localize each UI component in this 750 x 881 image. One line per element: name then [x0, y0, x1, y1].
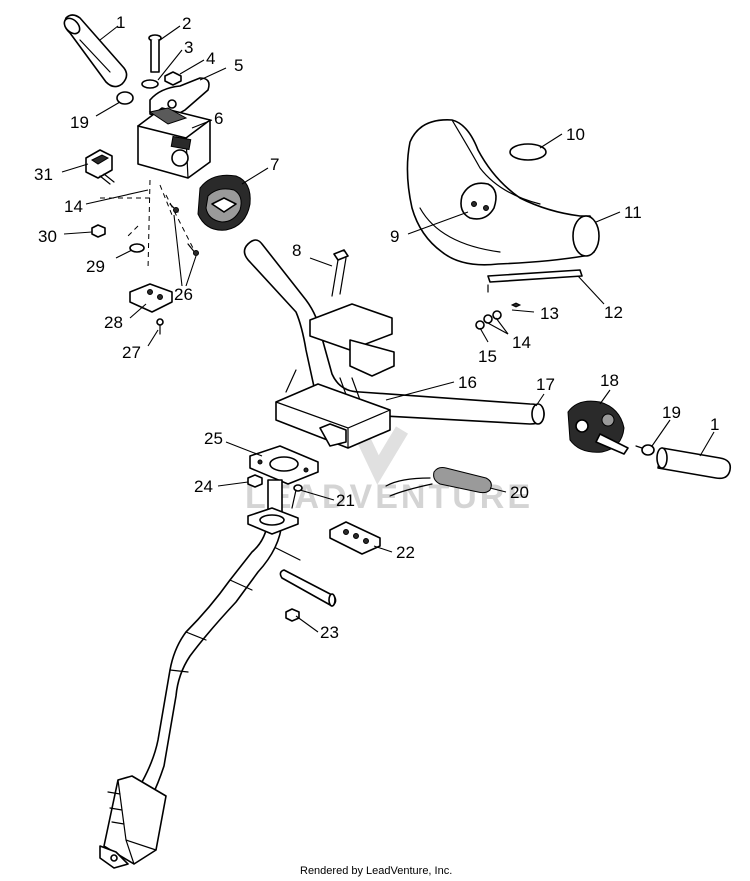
- tube-23: [275, 547, 337, 622]
- clip-29: [129, 243, 145, 253]
- callout-19-right: 19: [662, 403, 681, 422]
- post-bottom-bracket: [99, 775, 167, 869]
- callout-15: 15: [478, 347, 497, 366]
- screws-26: [169, 203, 199, 256]
- callout-7: 7: [270, 155, 279, 174]
- callout-2: 2: [182, 14, 191, 33]
- callout-8: 8: [292, 241, 301, 260]
- heater-element-20: [385, 467, 492, 497]
- callout-23: 23: [320, 623, 339, 642]
- assembly-dash-left: [100, 179, 195, 271]
- end-cap-right: [635, 444, 655, 456]
- callout-14-right: 14: [512, 333, 531, 352]
- callout-18: 18: [600, 371, 619, 390]
- nut-4: [164, 71, 182, 86]
- callout-13: 13: [540, 304, 559, 323]
- flange-25: [249, 445, 319, 485]
- callout-27: 27: [122, 343, 141, 362]
- lower-clamp-16: [275, 369, 391, 449]
- handlebar-pad-11: [406, 119, 600, 266]
- handlebar-17: [243, 239, 545, 425]
- callout-12: 12: [604, 303, 623, 322]
- callout-14-left: 14: [64, 197, 83, 216]
- throttle-assembly-18: [567, 400, 629, 455]
- callout-21: 21: [336, 491, 355, 510]
- plate-28: [129, 283, 173, 313]
- upper-clamp: [309, 303, 395, 377]
- callout-25: 25: [204, 429, 223, 448]
- callout-28: 28: [104, 313, 123, 332]
- leader-lines: [61, 25, 715, 633]
- callout-1-right: 1: [710, 415, 719, 434]
- callout-19-left: 19: [70, 113, 89, 132]
- footer-credit: Rendered by LeadVenture, Inc.: [300, 865, 452, 877]
- bolt-8: [331, 249, 349, 297]
- callout-17: 17: [536, 375, 555, 394]
- plate-22: [329, 521, 381, 555]
- decal-10: [509, 143, 547, 161]
- callout-5: 5: [234, 56, 243, 75]
- throttle-housing-6: [137, 107, 211, 179]
- callout-30: 30: [38, 227, 57, 246]
- callout-9: 9: [390, 227, 399, 246]
- callout-6: 6: [214, 109, 223, 128]
- nut-24: [247, 474, 263, 488]
- callout-26: 26: [174, 285, 193, 304]
- callout-22: 22: [396, 543, 415, 562]
- patch-9: [460, 182, 497, 220]
- hand-grip-left: [63, 14, 128, 88]
- callout-31: 31: [34, 165, 53, 184]
- strap-12: [487, 269, 583, 283]
- callout-29: 29: [86, 257, 105, 276]
- screw-2: [148, 34, 162, 73]
- steering-post: [131, 479, 299, 797]
- bolt-21: [291, 484, 303, 509]
- hand-grip-right: [656, 447, 732, 480]
- callout-10: 10: [566, 125, 585, 144]
- washer-3: [141, 79, 159, 89]
- end-cap-left: [116, 91, 134, 105]
- callout-4: 4: [206, 49, 215, 68]
- callout-labels: 1 2 3 4 5 6 7 8 9 10 11 12 13 14 14 15 1…: [34, 13, 719, 642]
- callout-16: 16: [458, 373, 477, 392]
- callout-11: 11: [624, 203, 642, 222]
- connector-31: [85, 149, 115, 185]
- switch-housing-7: [197, 174, 251, 231]
- callout-3: 3: [184, 38, 193, 57]
- callout-1-left: 1: [116, 13, 125, 32]
- callout-24: 24: [194, 477, 213, 496]
- callout-20: 20: [510, 483, 529, 502]
- hardware-13-14-15: [475, 284, 522, 330]
- screw-27: [156, 318, 164, 335]
- nut-30: [91, 224, 106, 238]
